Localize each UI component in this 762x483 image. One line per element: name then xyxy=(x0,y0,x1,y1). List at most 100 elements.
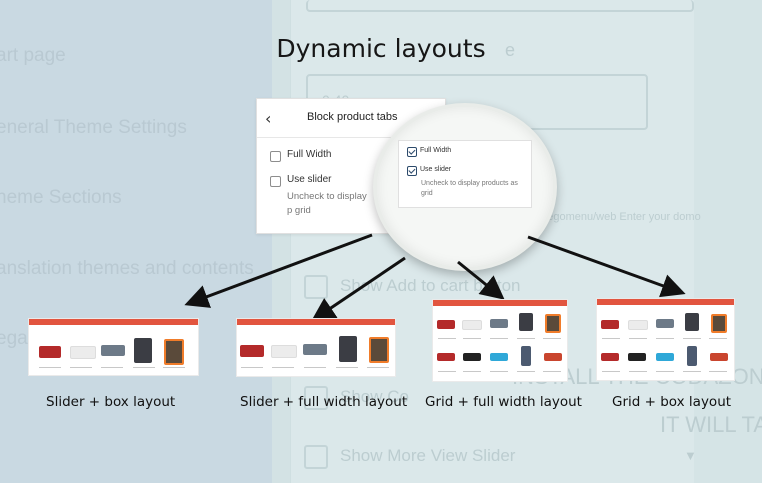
product-image xyxy=(490,353,508,361)
caption-slider-full: Slider + full width layout xyxy=(240,394,408,410)
panel-title: Block product tabs xyxy=(307,111,398,123)
magnified-use-slider-checkbox[interactable] xyxy=(407,166,417,176)
product-image xyxy=(339,336,357,362)
product-image xyxy=(39,346,61,358)
background-right-stripe xyxy=(694,0,762,483)
thumbnail-slider-box xyxy=(28,318,199,376)
product-text xyxy=(683,371,701,372)
product-text xyxy=(543,338,561,339)
bg-menu-item: anslation themes and contents xyxy=(0,258,254,279)
product-image xyxy=(164,339,184,365)
product-text xyxy=(463,371,481,372)
product-image xyxy=(70,346,96,359)
bg-chevron-down-icon: ▼ xyxy=(684,448,697,463)
product-text xyxy=(336,367,358,368)
full-width-label: Full Width xyxy=(287,149,332,160)
product-image xyxy=(544,353,562,361)
chevron-left-icon[interactable]: ‹ xyxy=(265,109,272,128)
product-text xyxy=(490,338,508,339)
product-text xyxy=(163,367,185,368)
product-text xyxy=(629,371,647,372)
product-text xyxy=(490,371,508,372)
bg-option-label: Show Co xyxy=(340,387,409,406)
product-text xyxy=(304,367,326,368)
product-image xyxy=(463,353,481,361)
bg-menu-item: art page xyxy=(0,45,66,66)
product-image xyxy=(437,320,455,329)
product-text xyxy=(463,338,481,339)
magnified-options-card xyxy=(398,140,532,208)
product-text xyxy=(602,371,620,372)
bg-option-label: Show More View Slider xyxy=(340,446,516,465)
product-image xyxy=(134,338,152,363)
thumbnail-slider-full xyxy=(236,318,396,377)
bg-checkbox xyxy=(304,445,328,469)
magnified-hint: Uncheck to display products as grid xyxy=(421,180,518,197)
magnified-use-slider-label: Use slider xyxy=(420,166,452,173)
arrow-to-grid-full xyxy=(457,260,505,300)
product-text xyxy=(517,371,535,372)
use-slider-hint: Uncheck to display p grid xyxy=(287,191,367,216)
arrow-to-slider-box xyxy=(184,233,373,308)
background-left-menu xyxy=(0,0,272,483)
bg-menu-item: eneral Theme Settings xyxy=(0,117,187,138)
product-image xyxy=(601,320,619,329)
use-slider-label: Use slider xyxy=(287,174,332,185)
product-image xyxy=(271,345,297,358)
bg-banner-text: IT WILL TA xyxy=(660,412,762,437)
caption-grid-box: Grid + box layout xyxy=(612,394,732,410)
product-image xyxy=(240,345,264,357)
product-text xyxy=(656,371,674,372)
store-header-bar xyxy=(433,300,567,306)
bg-checkbox xyxy=(304,386,328,410)
product-image xyxy=(303,344,327,355)
product-image xyxy=(519,313,533,331)
product-text xyxy=(101,367,123,368)
arrow-to-slider-full xyxy=(311,256,406,322)
product-text xyxy=(517,338,535,339)
product-text xyxy=(39,367,61,368)
product-image xyxy=(490,319,508,328)
bg-menu-item: heme Sections xyxy=(0,187,122,208)
magnified-full-width-checkbox[interactable] xyxy=(407,147,417,157)
product-image xyxy=(656,319,674,328)
product-image xyxy=(685,313,699,331)
product-image xyxy=(462,320,482,330)
product-image xyxy=(656,353,674,361)
store-header-bar xyxy=(29,319,198,325)
bg-url-text: /megomenu/web Enter your domo xyxy=(535,211,701,223)
product-image xyxy=(628,320,648,330)
caption-slider-box: Slider + box layout xyxy=(46,394,176,410)
product-image xyxy=(545,314,561,333)
magnified-full-width-label: Full Width xyxy=(420,147,452,154)
store-header-bar xyxy=(237,319,395,325)
product-text xyxy=(438,371,456,372)
bg-field-label: e xyxy=(505,40,516,60)
page-title: Dynamic layouts xyxy=(276,34,486,63)
arrow-to-grid-box xyxy=(527,235,686,298)
product-text xyxy=(629,338,647,339)
product-image xyxy=(710,353,728,361)
bg-input-top xyxy=(306,0,694,12)
product-text xyxy=(133,367,155,368)
product-text xyxy=(709,371,727,372)
product-text xyxy=(367,367,389,368)
use-slider-checkbox[interactable] xyxy=(270,176,281,187)
panel-header: ‹ Block product tabs xyxy=(257,99,445,138)
product-text xyxy=(543,371,561,372)
product-image xyxy=(601,353,619,361)
product-image xyxy=(628,353,646,361)
thumbnail-grid-box xyxy=(596,298,735,381)
product-image xyxy=(369,337,389,363)
thumbnail-grid-full xyxy=(432,299,568,382)
product-text xyxy=(241,367,263,368)
bg-menu-item: ega xyxy=(0,328,28,349)
store-header-bar xyxy=(597,299,734,305)
product-text xyxy=(438,338,456,339)
product-text xyxy=(70,367,92,368)
bg-option-label: Show Add to cart button xyxy=(340,276,521,295)
product-image xyxy=(101,345,125,356)
product-image xyxy=(521,346,531,366)
full-width-checkbox[interactable] xyxy=(270,151,281,162)
